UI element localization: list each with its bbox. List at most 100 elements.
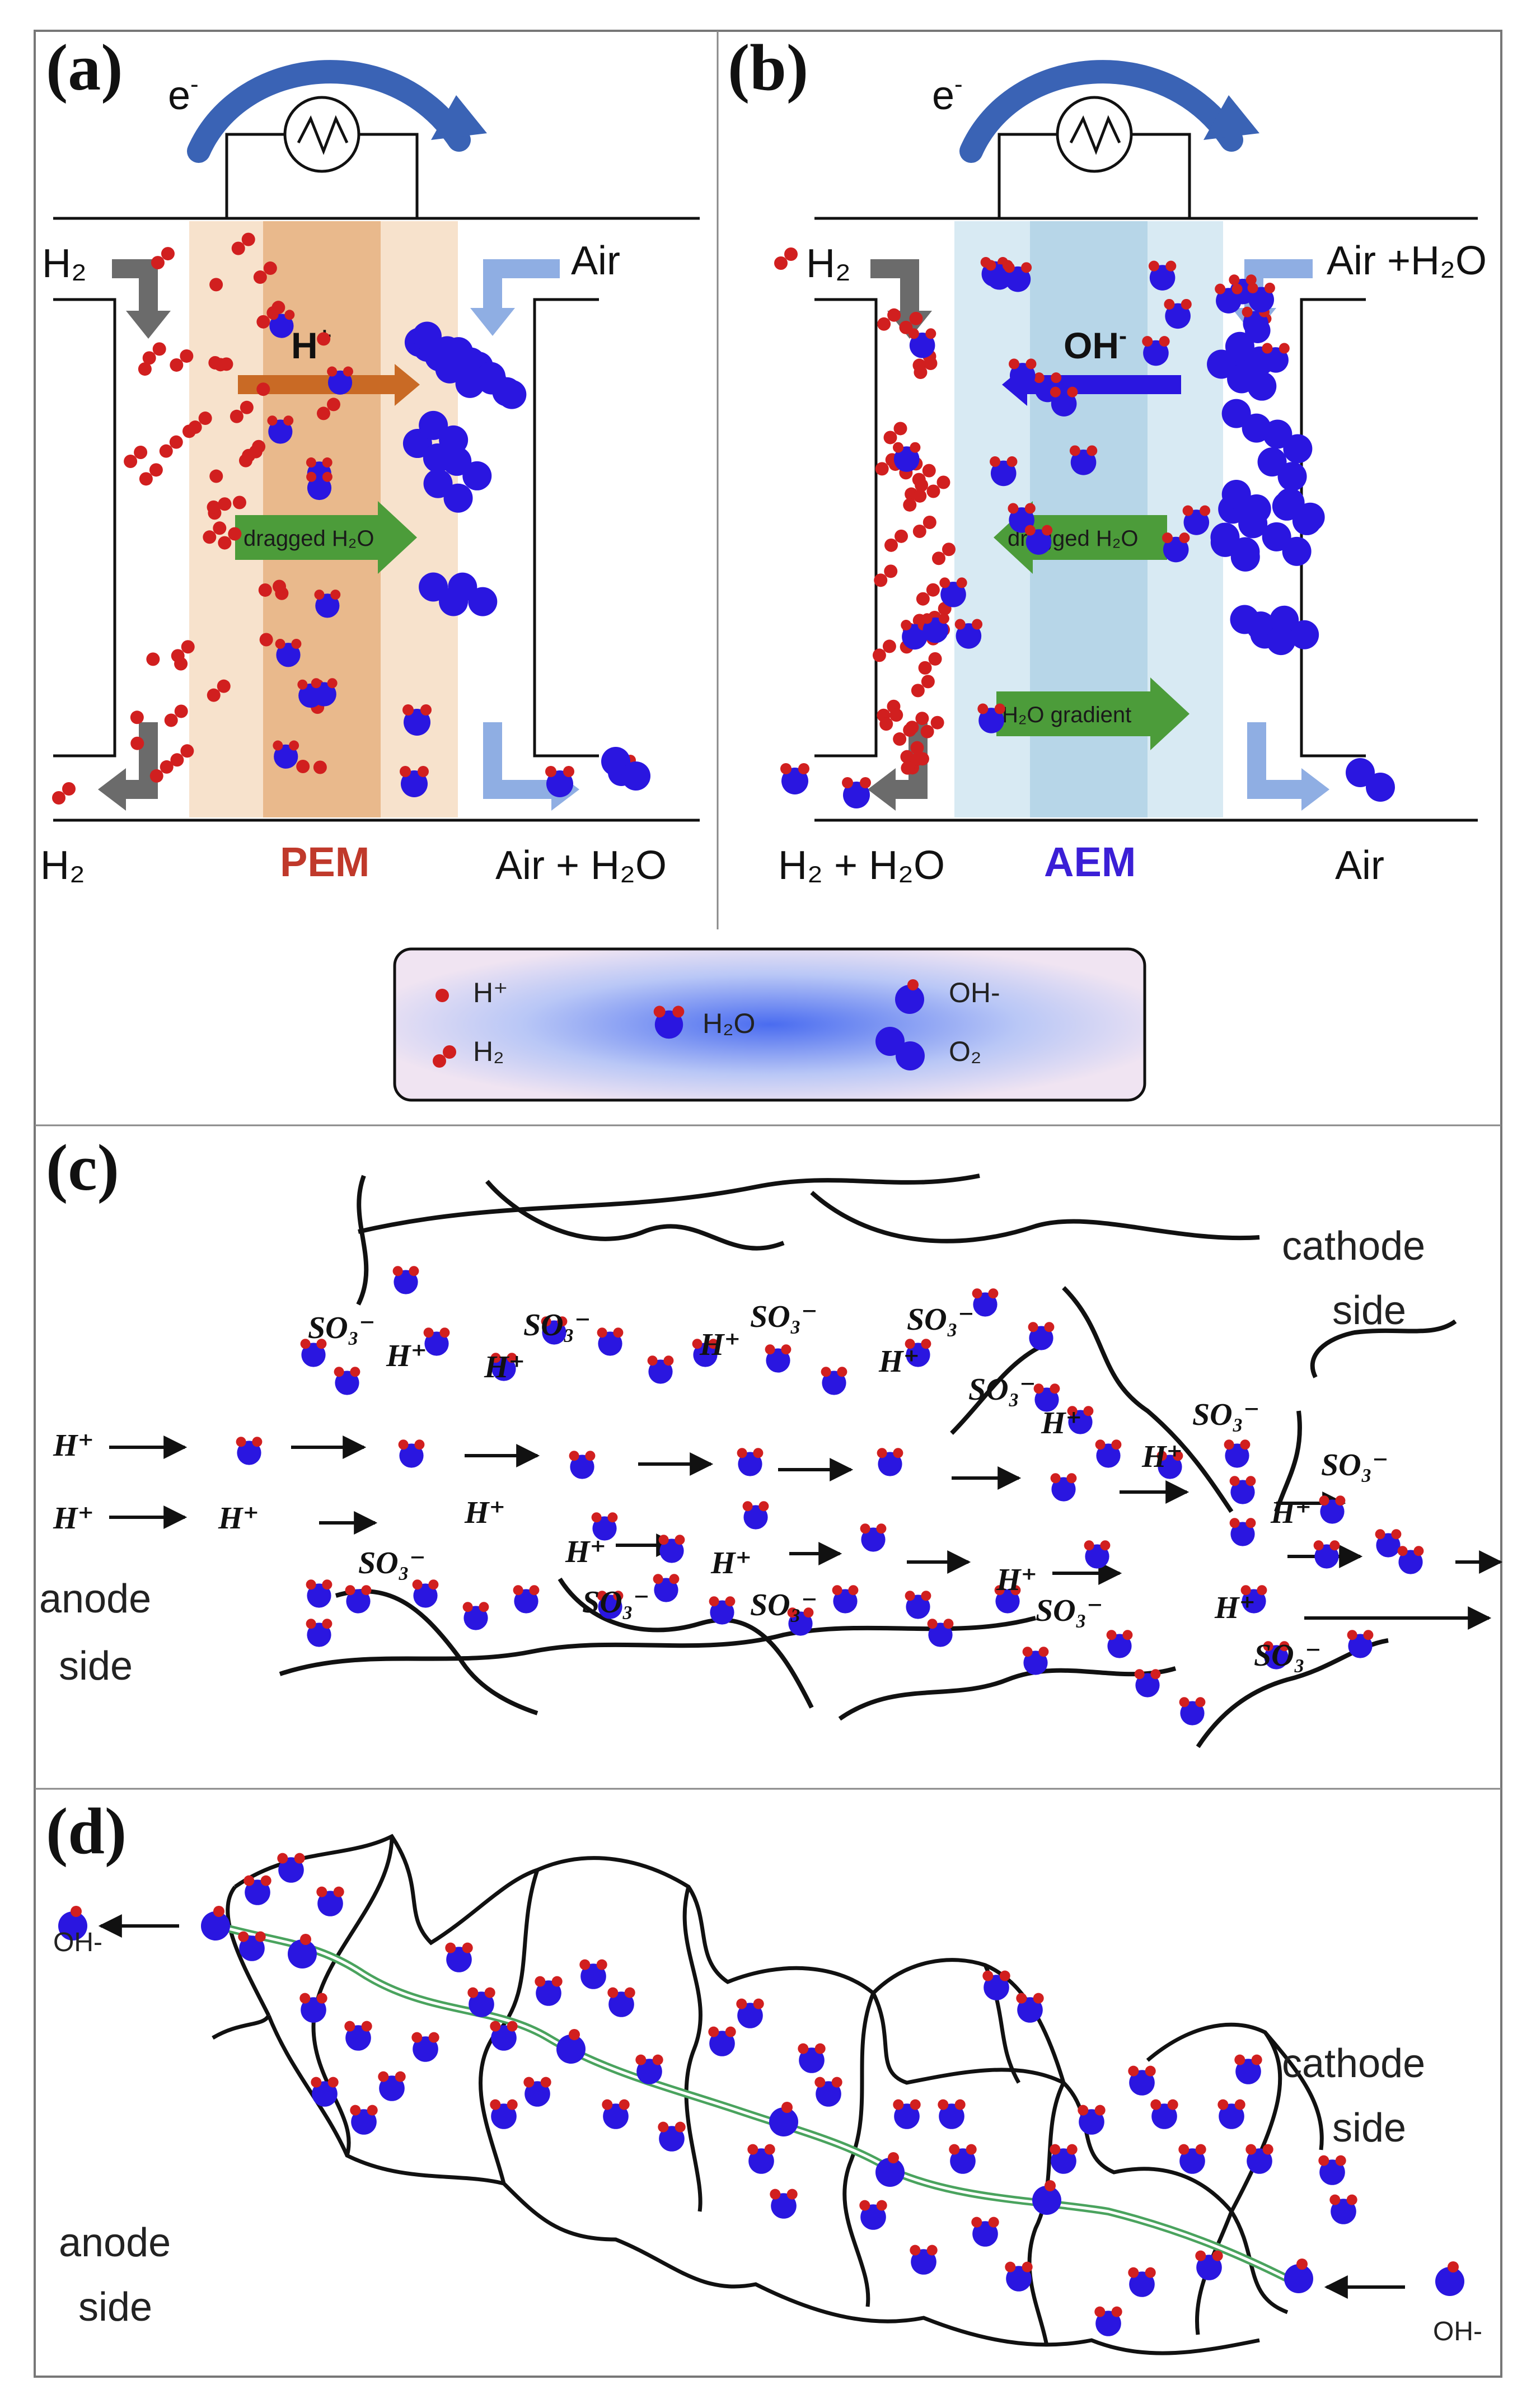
water-molecule <box>1095 1439 1122 1468</box>
hydrogen-atom <box>938 613 949 624</box>
water-molecule <box>972 1288 999 1317</box>
water-molecule <box>1224 1439 1251 1468</box>
hydrogen-atom <box>1050 386 1061 398</box>
hydrogen-atom <box>344 2021 355 2032</box>
oxygen-atom <box>274 744 298 769</box>
oxygen-atom <box>307 1583 331 1608</box>
water-molecule <box>1128 2065 1156 2096</box>
oxygen-atom <box>468 587 498 616</box>
sulfonate-label: SO₃⁻ <box>523 1308 591 1343</box>
hydrogen-atom <box>821 1367 831 1377</box>
hydrogen-molecule <box>903 489 927 512</box>
hydrogen-atom <box>236 1437 246 1447</box>
water-molecule <box>658 1535 685 1563</box>
hydrogen-atom <box>507 1353 517 1363</box>
hydrogen-atom <box>842 777 853 788</box>
hydrogen-atom <box>299 1993 311 2004</box>
water-molecule <box>579 1959 607 1989</box>
sulfonate-label: SO₃⁻ <box>308 1311 376 1345</box>
hydrogen-atom <box>1024 525 1036 536</box>
hydrogen-atom <box>874 573 888 587</box>
hydrogen-atom <box>1067 1406 1078 1416</box>
hydrogen-atom <box>787 1607 798 1618</box>
hydrogen-molecule <box>151 247 175 270</box>
hydrogen-atom <box>1195 1697 1206 1708</box>
hopping-path-inner <box>218 1924 1289 2280</box>
hydrogen-atom <box>159 444 173 458</box>
proton-particle <box>273 579 287 593</box>
hydrogen-atom <box>613 1591 624 1601</box>
hydrogen-atom <box>994 703 1005 714</box>
oxygen-atom <box>895 985 924 1014</box>
oxygen-atom <box>1320 1499 1345 1524</box>
dragged-water-arrow-b-shaft <box>1030 515 1167 560</box>
sulfonate-label: SO₃⁻ <box>1321 1448 1389 1483</box>
hydrogen-molecule <box>230 400 254 423</box>
hydrogen-molecule <box>884 529 909 552</box>
oxygen-atom <box>401 770 428 797</box>
oxygen-atom <box>278 1857 304 1883</box>
hydrogen-atom <box>1263 1641 1273 1652</box>
oxygen-atom <box>335 1371 359 1395</box>
water-molecule <box>1106 1630 1133 1658</box>
proton-arrowhead <box>395 364 420 406</box>
circuit-arrowhead-a <box>431 95 487 140</box>
hydrogen-atom <box>675 2121 686 2133</box>
hydrogen-atom <box>1262 2144 1273 2155</box>
hydrogen-molecule <box>900 741 924 764</box>
hydroxide-ion <box>1284 2259 1313 2293</box>
hydrogen-atom <box>300 1934 311 1945</box>
oxygen-molecule <box>1221 399 1271 443</box>
water-molecule <box>905 1339 931 1367</box>
water-molecule <box>238 1931 266 1961</box>
water-molecule <box>1033 1383 1060 1412</box>
oxygen-atom <box>896 1041 925 1070</box>
hydrogen-atom <box>954 2099 966 2110</box>
oxygen-atom <box>1275 488 1305 517</box>
hydrogen-molecule <box>218 527 242 550</box>
hydrogen-atom <box>1005 2261 1016 2273</box>
hydrogen-atom <box>1087 445 1098 456</box>
oxygen-atom <box>1263 347 1289 373</box>
hydroxide-arrow-label: OH- <box>1064 322 1127 366</box>
water-molecule <box>350 2105 378 2135</box>
water-molecule <box>1397 1546 1424 1574</box>
legend-h2o: H₂O <box>703 1008 755 1039</box>
oxygen-atom <box>312 2081 338 2107</box>
oxygen-atom <box>317 1891 343 1916</box>
hydrogen-atom <box>1217 2099 1229 2110</box>
hydrogen-atom <box>297 679 308 690</box>
hydrogen-atom <box>596 1959 607 1970</box>
oxygen-atom <box>1266 626 1296 656</box>
water-molecule <box>311 2077 339 2107</box>
hydrogen-atom <box>545 766 556 777</box>
hydrogen-atom <box>910 741 924 755</box>
oxygen-atom <box>860 2204 886 2230</box>
hydrogen-atom <box>905 721 919 735</box>
hydrogen-atom <box>999 1970 1010 1981</box>
hydrogen-atom <box>240 400 254 414</box>
hydrogen-atom <box>263 261 277 275</box>
hydrogen-atom <box>267 415 278 426</box>
hydrogen-atom <box>860 1523 870 1534</box>
oxygen-atom <box>419 410 448 440</box>
oxygen-atom <box>1025 529 1052 555</box>
h2-out-arrow <box>123 722 158 799</box>
hydrogen-atom <box>316 1339 327 1349</box>
proton-label: H⁺ <box>996 1563 1037 1597</box>
hydrogen-atom <box>1095 1439 1106 1450</box>
hydrogen-atom <box>484 1987 495 1998</box>
hydrogen-atom <box>956 577 967 588</box>
dragged-water-arrowhead <box>378 501 417 574</box>
hydrogen-atom <box>1156 1451 1167 1461</box>
chem-labels-c: SO₃⁻SO₃⁻SO₃⁻SO₃⁻SO₃⁻SO₃⁻SO₃⁻SO₃⁻SO₃⁻SO₃⁻… <box>53 1299 1389 1673</box>
hydrogen-atom <box>1042 525 1053 536</box>
legend: H⁺ H₂ H₂O OH- O₂ <box>393 947 1146 1102</box>
oxygen-atom <box>1221 399 1251 428</box>
chain-c-5 <box>1062 1286 1234 1513</box>
oxygen-atom <box>1129 2070 1155 2096</box>
hydrogen-atom <box>814 2077 826 2088</box>
oxygen-atom <box>443 483 473 513</box>
hydrogen-atom <box>901 761 915 775</box>
hydrogen-atom <box>330 590 341 600</box>
